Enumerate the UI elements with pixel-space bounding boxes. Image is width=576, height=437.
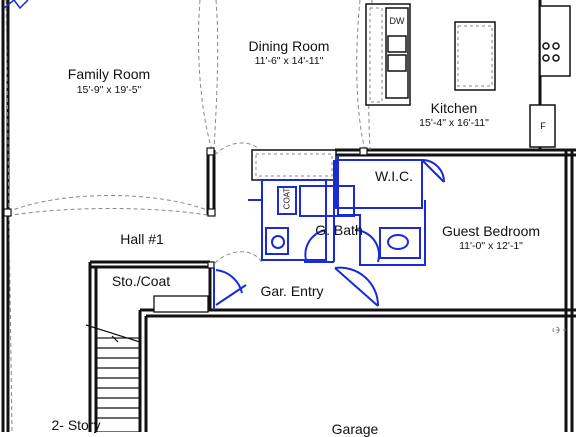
family-room-label: Family Room: [67, 66, 151, 82]
guest-bedroom-dims: 11'-0" x 12'-1": [459, 240, 523, 252]
hall-label: Hall #1: [120, 231, 164, 247]
sto-coat-label: Sto./Coat: [111, 273, 171, 289]
corner-mark: [3, 0, 29, 10]
two-story-label: 2- Story: [51, 417, 101, 433]
stairs: [85, 324, 141, 432]
kitchen-inner-dash: [255, 7, 493, 177]
posts: [3, 147, 368, 269]
coat-closet-label: COAT: [282, 187, 292, 210]
kitchen-dims: 15'-4" x 16'-11": [419, 117, 489, 129]
garage-door: [552, 326, 566, 334]
gar-entry-label: Gar. Entry: [260, 283, 324, 299]
family-room-dims: 15'-9" x 19'-5": [76, 84, 142, 96]
g-bath-label: G. Bath: [315, 222, 363, 238]
highlight-walls: [213, 155, 445, 310]
fridge-label: F: [540, 121, 546, 131]
wic-label: W.I.C.: [374, 168, 414, 184]
dining-room-dims: 11'-6" x 14'-11": [254, 55, 324, 67]
dishwasher-label: DW: [389, 16, 405, 26]
storage: [153, 295, 209, 313]
guest-bedroom-label: Guest Bedroom: [441, 223, 541, 239]
garage-label: Garage: [331, 421, 379, 437]
dining-room-label: Dining Room: [248, 38, 330, 54]
kitchen-label: Kitchen: [430, 100, 478, 116]
